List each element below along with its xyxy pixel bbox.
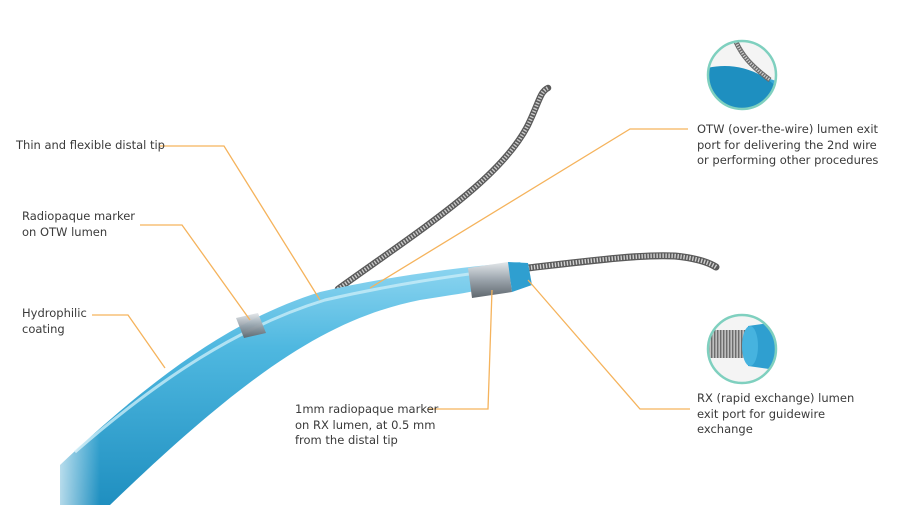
label-rx-exit-line-3: exchange — [697, 422, 753, 436]
label-rx-marker-line-3: from the distal tip — [295, 433, 398, 447]
label-otw-marker: Radiopaque marker on OTW lumen — [22, 209, 135, 240]
leader-rx-marker — [428, 289, 493, 410]
label-otw-marker-line-2: on OTW lumen — [22, 224, 108, 239]
label-rx-marker-line-2: on RX lumen, at 0.5 mm — [295, 417, 436, 432]
leader-otw-exit — [369, 128, 688, 289]
leader-hydrophilic — [92, 314, 166, 369]
label-hydrophilic-line-2: coating — [22, 321, 65, 336]
rx-guidewire — [524, 252, 720, 272]
label-rx-exit: RX (rapid exchange) lumen exit port for … — [697, 391, 854, 438]
label-otw-exit: OTW (over-the-wire) lumen exit port for … — [697, 122, 878, 169]
otw-guidewire — [334, 84, 552, 293]
label-rx-marker: 1mm radiopaque marker on RX lumen, at 0.… — [295, 402, 438, 449]
leader-distal-tip — [160, 145, 321, 301]
rx-exit-inset — [706, 313, 778, 385]
label-distal-tip-line-1: Thin and flexible distal tip — [16, 138, 165, 152]
label-rx-exit-line-1: RX (rapid exchange) lumen — [697, 391, 855, 405]
label-rx-marker-line-1: 1mm radiopaque marker — [295, 402, 439, 416]
label-otw-marker-line-1: Radiopaque marker — [22, 209, 136, 223]
label-distal-tip: Thin and flexible distal tip — [16, 138, 165, 154]
label-otw-exit-line-1: OTW (over-the-wire) lumen exit — [697, 122, 879, 136]
label-rx-exit-line-2: exit port for guidewire — [697, 406, 826, 421]
label-hydrophilic-line-1: Hydrophilic — [22, 306, 87, 320]
label-hydrophilic: Hydrophilic coating — [22, 306, 87, 337]
leader-rx-exit — [527, 279, 690, 410]
leader-otw-marker — [140, 224, 251, 321]
leader-lines — [92, 128, 690, 410]
otw-exit-inset — [706, 39, 778, 111]
label-otw-exit-line-2: port for delivering the 2nd wire — [697, 137, 877, 152]
catheter-body — [40, 262, 528, 506]
rx-marker-band — [468, 262, 532, 298]
label-otw-exit-line-3: or performing other procedures — [697, 153, 879, 167]
otw-marker-band — [236, 313, 266, 338]
